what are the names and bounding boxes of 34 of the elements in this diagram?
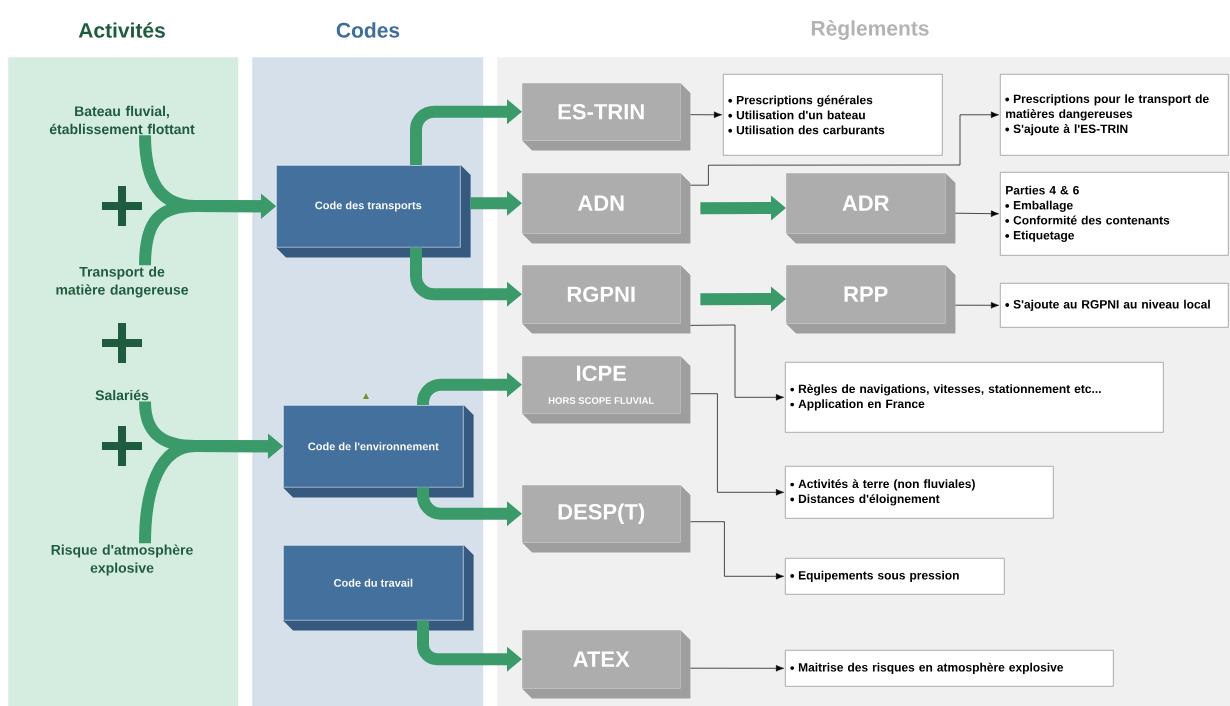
regulation-block: DESP(T) <box>522 485 691 553</box>
activity-label: Salariés <box>95 389 149 401</box>
regulation-block: ATEX <box>522 630 691 699</box>
activity-label: Transport de matière dangereuse <box>56 266 189 298</box>
arrow <box>690 665 784 672</box>
regulation-block: ICPE HORS SCOPE FLUVIAL <box>522 356 691 424</box>
regulation-block: RGPNI <box>522 265 691 334</box>
column-heading: Règlements <box>811 20 929 40</box>
code-block: Code des transports <box>276 165 471 258</box>
column-heading: Codes <box>336 22 400 38</box>
regulation-block: ES-TRIN <box>522 83 691 151</box>
note-box: Règles de navigations, vitesses, stationnement etc... Application en France <box>785 362 1164 433</box>
arrow <box>690 111 999 186</box>
note-box: Maitrise des risques en atmosphère explosive <box>785 650 1114 687</box>
regulation-block: RPP <box>786 265 956 334</box>
note-box: Activités à terre (non fluviales) Distances d'éloignement <box>785 466 1054 519</box>
arrow <box>690 111 722 118</box>
code-block: Code du travail <box>283 545 474 631</box>
note-box: Prescriptions générales Utilisation d'un bateau Utilisation des carburants <box>723 74 943 156</box>
arrow <box>690 393 784 496</box>
activity-label: Bateau fluvial, établissement flottant <box>49 105 195 135</box>
note-box: Equipements sous pression <box>785 558 1005 595</box>
column-heading: Activités <box>78 22 165 38</box>
activity-label: Risque d'atmosphère explosive <box>51 544 193 576</box>
regulation-block: ADN <box>522 173 691 244</box>
note-box: Parties 4 & 6 Emballage Conformité des contenants Etiquetage <box>1000 172 1229 256</box>
arrow <box>955 302 999 309</box>
arrow <box>955 210 999 217</box>
arrow <box>690 521 784 580</box>
code-block: Code de l'environnement <box>283 405 474 498</box>
arrow <box>690 324 784 401</box>
regulation-block: ADR <box>786 173 956 244</box>
note-box: Prescriptions pour le transport de matières dangereuses S'ajoute à l'ES-TRIN <box>1000 74 1229 156</box>
note-box: S'ajoute au RGPNI au niveau local <box>1000 283 1229 328</box>
